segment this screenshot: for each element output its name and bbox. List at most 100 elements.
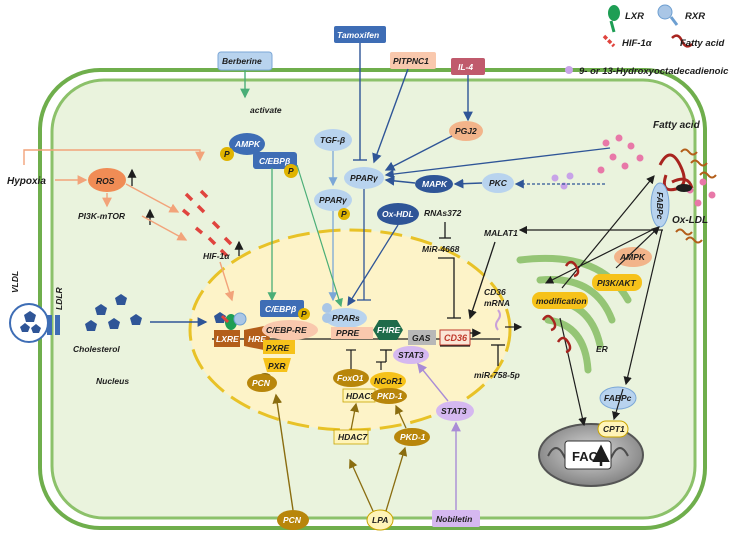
fatty-acid-out-label: Fatty acid xyxy=(653,120,701,131)
mir758-label: miR-758-5p xyxy=(474,370,520,380)
cholesterol-particles xyxy=(85,294,226,331)
gas-label: GAS xyxy=(412,333,431,343)
mir4668-label: MiR-4668 xyxy=(422,244,460,254)
ampk-node xyxy=(229,133,265,155)
cd36-gene-box xyxy=(439,329,471,346)
gas-box xyxy=(408,330,436,345)
fabpc-right-node xyxy=(650,182,670,228)
ros-label: ROS xyxy=(96,176,115,186)
pkd1-out-label: PKD-1 xyxy=(400,432,426,442)
pparg-mid-node xyxy=(314,189,352,211)
hdac7-out-label: HDAC7 xyxy=(338,432,369,442)
pgj2-label: PGJ2 xyxy=(455,126,477,136)
ncor1-node xyxy=(370,372,406,390)
hif1a-label: HIF-1α xyxy=(203,251,230,261)
hre-label: HRE xyxy=(248,334,266,344)
pxr-node xyxy=(263,358,291,372)
fhre-box xyxy=(373,320,403,340)
stat3-out-label: STAT3 xyxy=(441,406,467,416)
pcn-nuc-node xyxy=(247,374,277,392)
ampk-p-label: P xyxy=(224,149,230,159)
pxre-label: PXRE xyxy=(266,343,289,353)
tgfb-label: TGF-β xyxy=(320,135,345,145)
pxre-box xyxy=(263,340,295,354)
lipid-droplets xyxy=(597,134,716,207)
pkc-node xyxy=(482,173,514,193)
cebpb-nuc-p-label: P xyxy=(301,309,307,319)
pkd1-nuc-node xyxy=(371,388,407,404)
modification-label: modification xyxy=(536,296,587,306)
ampk-right-label: AMPK xyxy=(619,252,646,262)
ncor1-label: NCoR1 xyxy=(374,376,403,386)
legend-lxr: LXR xyxy=(625,11,644,22)
cebp-re-box xyxy=(262,320,318,340)
pxr-label: PXR xyxy=(268,361,286,371)
legend-rxr: RXR xyxy=(685,11,705,22)
ppars-nuc-node xyxy=(325,308,367,328)
il4-label: IL-4 xyxy=(458,62,473,72)
il4-box xyxy=(451,58,485,75)
cebpb-nuc-label: C/EBPβ xyxy=(265,304,296,314)
lxre-label: LXRE xyxy=(216,334,239,344)
pi3k-mtor-label: PI3K-mTOR xyxy=(78,211,126,221)
foxo1-node xyxy=(333,369,369,387)
cebpb-p-label: P xyxy=(288,166,294,176)
pkc-label: PKC xyxy=(489,178,508,188)
tamoxifen-label: Tamoxifen xyxy=(337,30,379,40)
pparg-mid-p-label: P xyxy=(341,209,347,219)
vldl-label: VLDL xyxy=(10,271,20,293)
stat3-nuc-node xyxy=(393,346,429,364)
cebpb-nuc-node xyxy=(260,300,304,317)
cebpb-label: C/EBPβ xyxy=(259,156,290,166)
fabpc-right-label: FABPc xyxy=(655,192,665,220)
legend-fatty-acid: Fatty acid xyxy=(680,38,725,49)
tamoxifen-box xyxy=(334,26,386,43)
ampk-right-node xyxy=(614,247,652,267)
cebpb-p xyxy=(284,164,298,178)
ppre-label: PPRE xyxy=(336,328,359,338)
ros-node xyxy=(88,168,126,192)
stat3-out-node xyxy=(436,401,474,421)
pcn-nuc-label: PCN xyxy=(252,378,271,388)
foxo1-label: FoxO1 xyxy=(337,373,364,383)
ox-hdl-label: Ox-HDL xyxy=(382,209,414,219)
legend-hif: HIF-1α xyxy=(622,38,653,49)
legend-hode: 9- or 13-Hydroxyoctadecadienoic xyxy=(579,66,729,77)
ampk-p xyxy=(220,147,234,161)
cpt1-label: CPT1 xyxy=(603,424,625,434)
pparg-mid-label: PPARγ xyxy=(319,195,348,205)
er-label: ER xyxy=(596,344,609,354)
rnas372-label: RNAs372 xyxy=(424,208,462,218)
modification-box xyxy=(532,292,588,309)
fabpc-bottom-label: FABPc xyxy=(604,393,632,403)
er-cd36-proteins xyxy=(541,260,580,354)
fhre-label: FHRE xyxy=(377,325,400,335)
berberine-label: Berberine xyxy=(222,56,262,66)
vldl-particle xyxy=(9,303,49,343)
ldlr-label: LDLR xyxy=(54,286,64,310)
pparg-top-label: PPARγ xyxy=(350,173,379,183)
nucleus-label: Nucleus xyxy=(96,376,129,386)
ppars-nuc-label: PPARs xyxy=(332,313,360,323)
cebp-re-label: C/EBP-RE xyxy=(266,325,307,335)
pparg-top-node xyxy=(344,167,384,189)
nobiletin-label: Nobiletin xyxy=(436,514,472,524)
cd36-mrna-label-2: mRNA xyxy=(484,298,510,308)
pi3k-akt-node xyxy=(592,274,642,291)
cholesterol-label: Cholesterol xyxy=(73,344,120,354)
ox-hdl-node xyxy=(377,203,419,225)
pkd1-nuc-label: PKD-1 xyxy=(377,391,403,401)
hif-fragments xyxy=(181,189,233,258)
lpa-label: LPA xyxy=(372,515,388,525)
cd36-gene-label: CD36 xyxy=(444,333,468,343)
ampk-label: AMPK xyxy=(234,139,261,149)
fatty-acid-chains xyxy=(675,148,717,244)
lpa-box xyxy=(366,509,394,531)
nobiletin-box xyxy=(432,510,480,527)
cd36-mrna-label-1: CD36 xyxy=(484,287,506,297)
hypoxia-label: Hypoxia xyxy=(7,176,46,187)
malat1-label: MALAT1 xyxy=(484,228,518,238)
pitpnc1-label: PITPNC1 xyxy=(393,56,429,66)
